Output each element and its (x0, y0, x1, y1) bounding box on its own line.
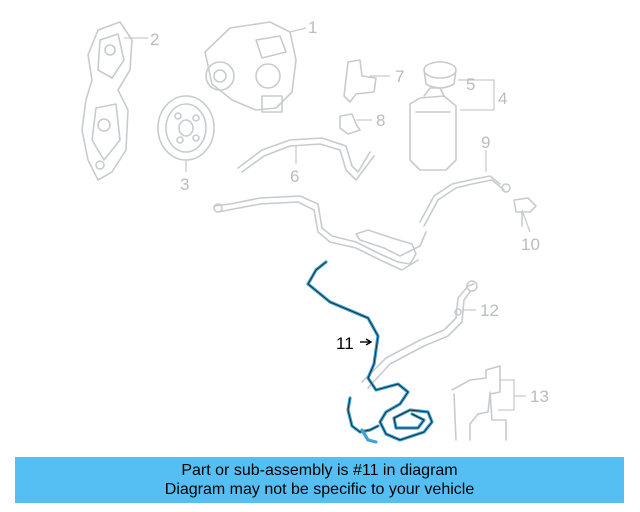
callout-12: 12 (480, 301, 499, 320)
caption-line-2: Diagram may not be specific to your vehi… (164, 481, 475, 498)
callout-1: 1 (308, 18, 317, 37)
callout-13: 13 (530, 387, 549, 406)
part-4-reservoir (409, 79, 495, 171)
part-9-hose (419, 150, 511, 227)
callout-3: 3 (180, 175, 189, 194)
callout-5: 5 (466, 75, 475, 94)
part-3-pulley (157, 95, 215, 172)
callout-10: 10 (521, 235, 540, 254)
part-1-pump (204, 21, 307, 113)
caption-banner: Part or sub-assembly is #11 in diagram D… (15, 457, 624, 503)
part-8-clip (339, 113, 372, 135)
callout-6: 6 (290, 167, 299, 186)
callout-2: 2 (150, 30, 159, 49)
part-10-bolt (513, 197, 537, 233)
return-line (213, 195, 427, 271)
callout-4: 4 (498, 89, 507, 108)
part-13-brackets (451, 365, 526, 441)
callout-8: 8 (376, 111, 385, 130)
callout-9: 9 (481, 133, 490, 152)
part-6-hose (237, 137, 375, 181)
part-2-bracket (81, 21, 148, 181)
callout-11: 11 (336, 334, 354, 353)
part-11-hose-highlighted[interactable] (306, 260, 434, 444)
part-12-line (361, 280, 478, 389)
part-7-clamp (343, 59, 390, 103)
callout-7: 7 (395, 67, 404, 86)
caption-line-1: Part or sub-assembly is #11 in diagram (181, 462, 458, 479)
